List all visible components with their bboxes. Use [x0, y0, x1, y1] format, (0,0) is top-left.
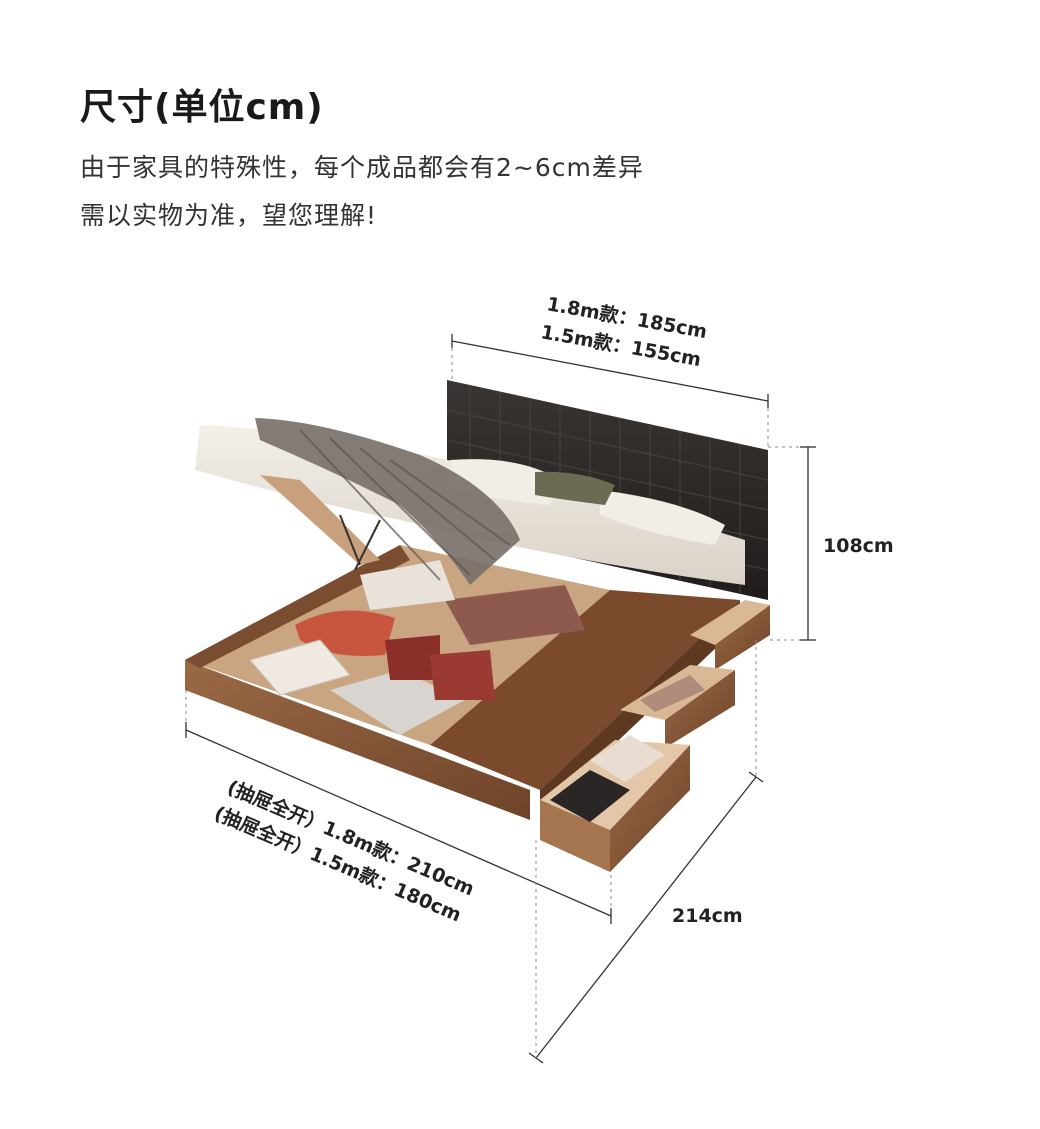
drawer-2: [620, 665, 735, 748]
mattress: [195, 418, 745, 585]
extension-lines: [185, 348, 800, 1058]
disclaimer-line-1: 由于家具的特殊性，每个成品都会有2~6cm差异: [80, 153, 644, 182]
disclaimer-line-2: 需以实物为准，望您理解!: [80, 201, 378, 230]
drawer-1: [690, 600, 770, 670]
stored-items: [249, 560, 585, 735]
page-title: 尺寸(单位cm): [80, 87, 324, 128]
drawer-3: [540, 735, 690, 872]
dimension-lines: [185, 334, 816, 1064]
height-label: 108cm: [823, 535, 894, 557]
depth-label: 214cm: [672, 905, 743, 927]
drawers: [540, 600, 770, 872]
